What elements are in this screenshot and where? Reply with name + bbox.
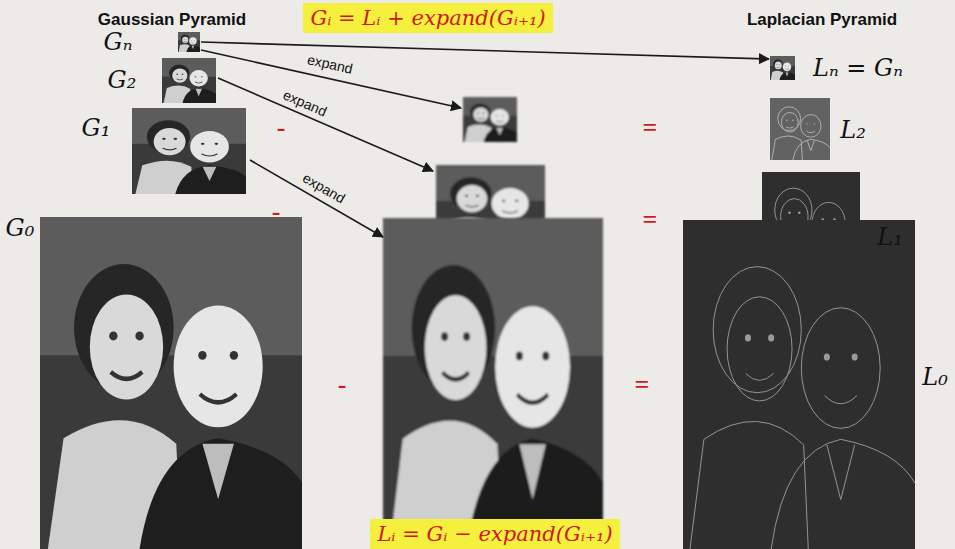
- operator-sign: -: [277, 113, 286, 143]
- laplacian-level: Lₙ = Gₙ: [770, 56, 795, 80]
- level-label: Gₙ: [104, 30, 133, 54]
- expanded-image: [383, 218, 603, 549]
- laplacian-level: L₂: [770, 98, 830, 160]
- pyramid-heading: Gaussian Pyramid: [98, 10, 246, 30]
- gaussian-level: Gₙ: [178, 32, 200, 52]
- level-label: L₀: [922, 365, 948, 389]
- expand-arrow: [218, 78, 433, 171]
- arrow-label: expand: [300, 170, 348, 207]
- expand-arrow: [250, 160, 383, 237]
- gaussian-level: G₁: [132, 108, 246, 194]
- laplacian-image: [770, 56, 795, 80]
- formula-box: Gᵢ = Lᵢ + expand(Gᵢ₊₁): [303, 3, 552, 33]
- gaussian-level: G₂: [162, 58, 216, 103]
- level-label: Lₙ = Gₙ: [813, 56, 903, 80]
- laplacian-image: [770, 98, 830, 160]
- pyramid-heading: Laplacian Pyramid: [747, 10, 897, 30]
- gaussian-image: [162, 58, 216, 103]
- laplacian-level: L₁: [762, 172, 860, 286]
- gaussian-image: [178, 32, 200, 52]
- operator-sign: =: [643, 113, 658, 143]
- formula-text: Gᵢ = Lᵢ + expand(Gᵢ₊₁): [310, 5, 545, 31]
- gaussian-level: G₀: [40, 217, 302, 549]
- level-label: L₁: [877, 225, 903, 249]
- gaussian-image: [132, 108, 246, 194]
- level-label: G₂: [108, 68, 137, 92]
- level-label: G₁: [82, 116, 111, 140]
- arrow-label: expand: [281, 87, 330, 120]
- level-label: L₂: [840, 118, 866, 142]
- laplacian-image-tint: [770, 98, 830, 160]
- expanded-image: [463, 97, 517, 142]
- level-arrow: [201, 42, 769, 59]
- operator-sign: =: [635, 370, 650, 400]
- operator-sign: -: [338, 370, 347, 400]
- operator-sign: =: [643, 205, 658, 235]
- level-label: G₀: [6, 216, 35, 240]
- laplacian-level: L₀: [683, 220, 915, 549]
- formula-box: Lᵢ = Gᵢ − expand(Gᵢ₊₁): [370, 519, 619, 549]
- expand-arrow: [201, 50, 461, 108]
- formula-text: Lᵢ = Gᵢ − expand(Gᵢ₊₁): [377, 521, 612, 547]
- arrow-label: expand: [306, 51, 354, 77]
- operator-sign: -: [272, 197, 281, 227]
- expand-arrows: [201, 50, 461, 237]
- laplacian-image: [683, 220, 915, 549]
- gaussian-image: [40, 217, 302, 549]
